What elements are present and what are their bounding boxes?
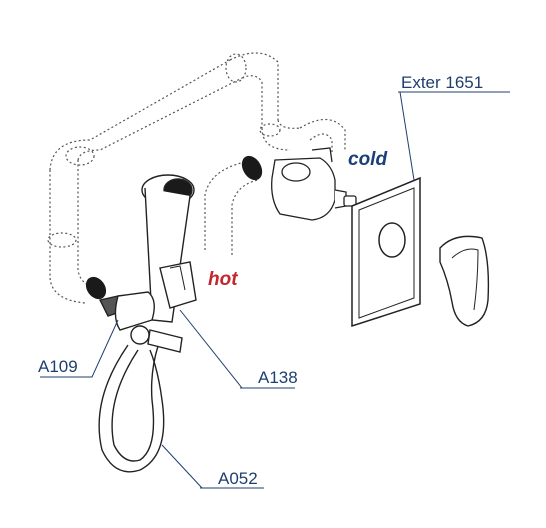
label-a109: A109 (38, 357, 78, 376)
angle-valve (98, 291, 183, 353)
label-exter-1651: Exter 1651 (401, 73, 484, 92)
label-a052: A052 (218, 469, 258, 488)
leader-lines (40, 91, 510, 489)
label-cold: cold (348, 149, 388, 170)
flexible-hose (98, 344, 165, 473)
wall-plate (351, 176, 421, 328)
shower-handset (141, 174, 197, 323)
lever-handle (439, 235, 490, 327)
pipe-end-caps (85, 155, 263, 300)
label-a138: A138 (258, 368, 298, 387)
label-hot: hot (208, 269, 238, 290)
concealed-mixer-body (271, 147, 357, 221)
